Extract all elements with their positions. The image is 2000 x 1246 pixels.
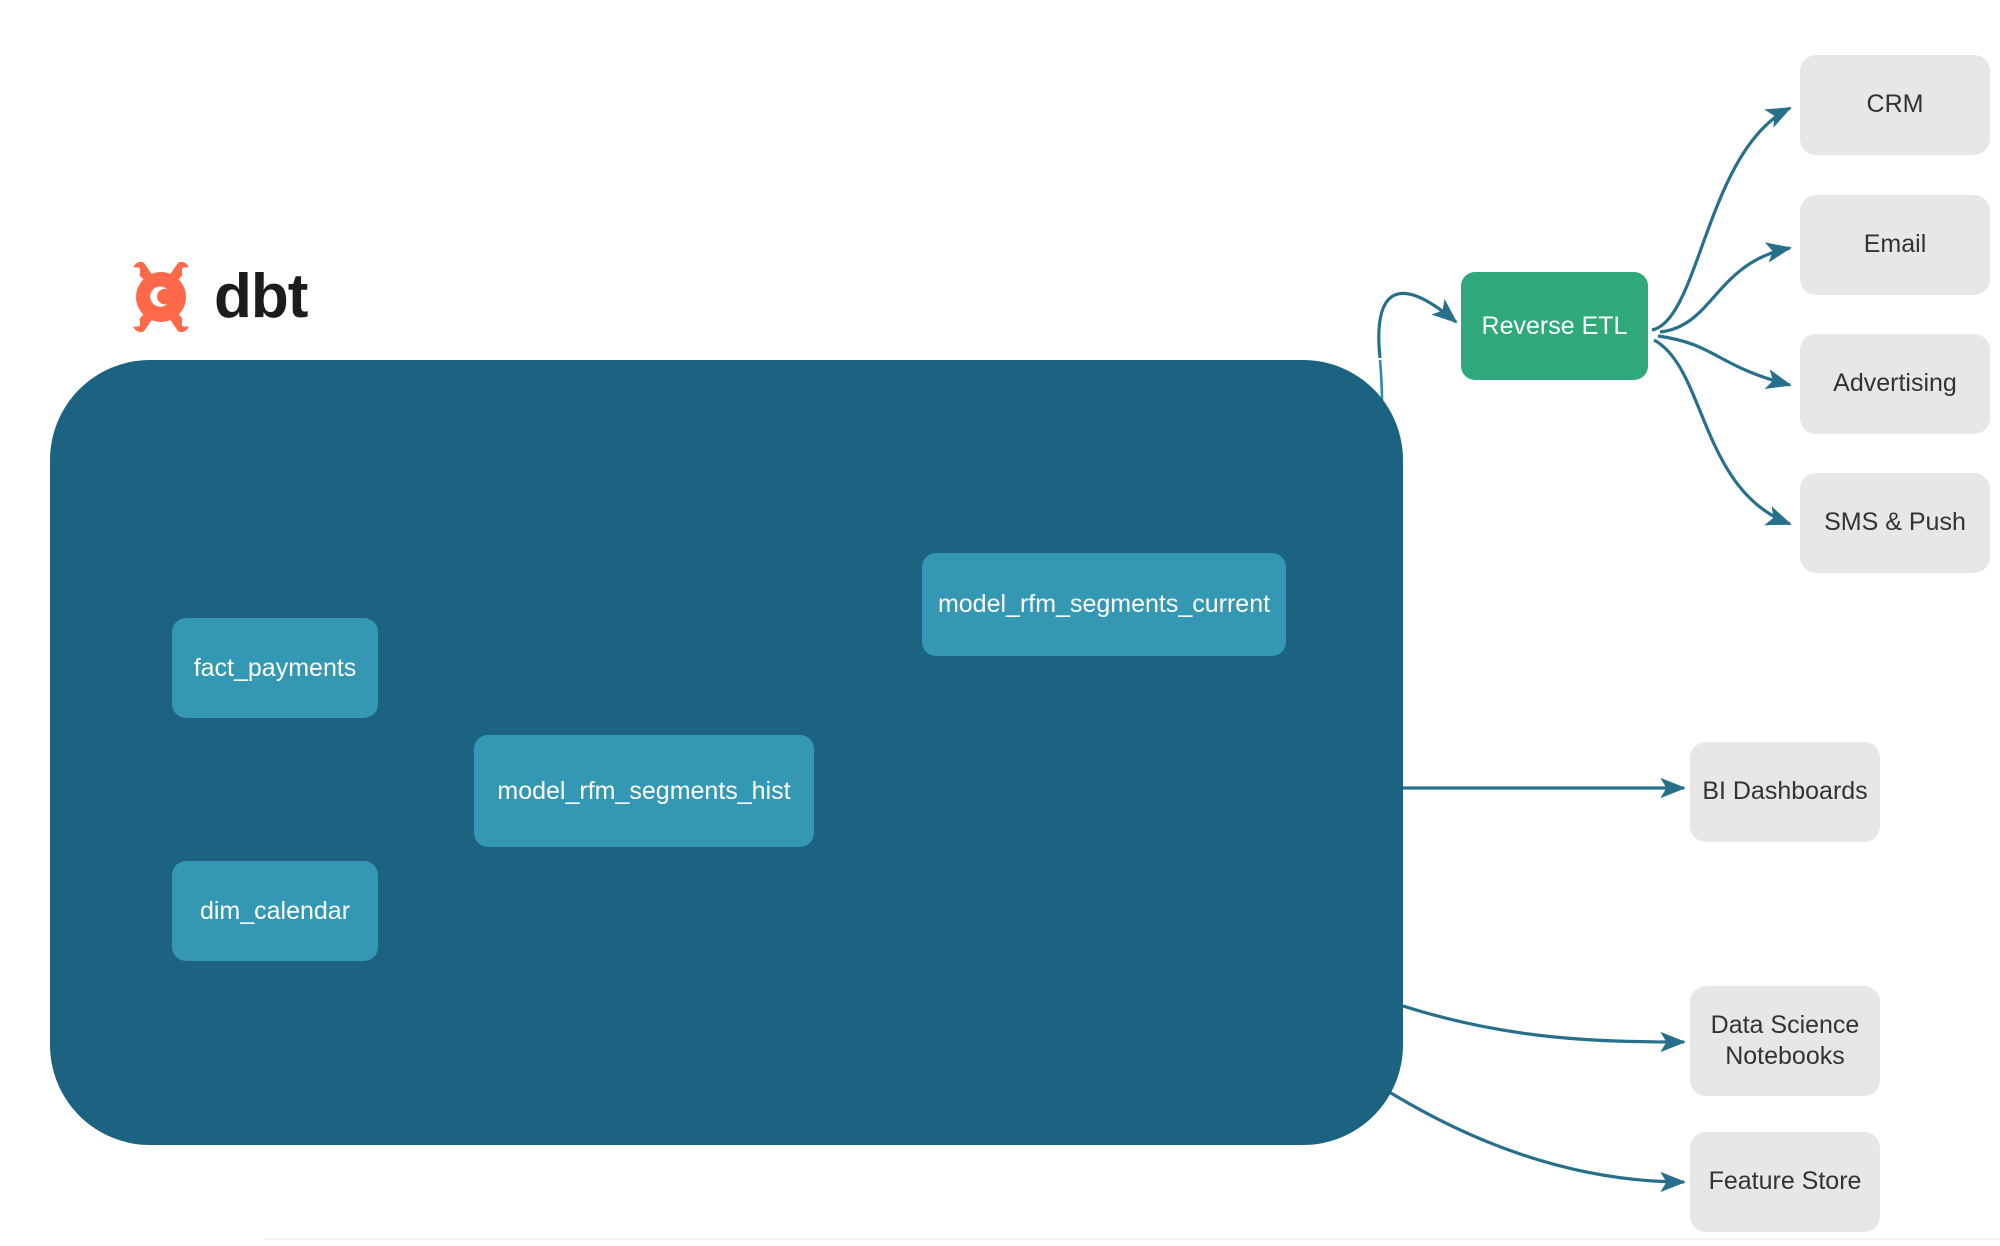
node-sms-push[interactable]: SMS & Push (1800, 473, 1990, 573)
node-label: BI Dashboards (1702, 777, 1868, 806)
node-dim-calendar[interactable]: dim_calendar (172, 861, 378, 961)
node-fact-payments[interactable]: fact_payments (172, 618, 378, 718)
node-feature-store[interactable]: Feature Store (1690, 1132, 1880, 1232)
dbt-logo: dbt (122, 258, 308, 336)
dbt-logo-text: dbt (214, 262, 308, 331)
node-label: Feature Store (1708, 1167, 1862, 1196)
node-advertising[interactable]: Advertising (1800, 334, 1990, 434)
node-data-science-notebooks[interactable]: Data Science Notebooks (1690, 986, 1880, 1096)
edge-to-reverse-etl (1377, 291, 1458, 359)
node-label-line-1: Data Science (1710, 1010, 1860, 1039)
node-label-line-2: Notebooks (1725, 1042, 1845, 1070)
node-label: Advertising (1833, 369, 1957, 398)
node-model-rfm-segments-hist[interactable]: model_rfm_segments_hist (474, 735, 814, 847)
edge-revetl-to-crm (1651, 106, 1792, 332)
node-label: Reverse ETL (1481, 311, 1628, 340)
edge-revetl-to-advertising (1657, 334, 1792, 390)
bottom-divider (265, 1238, 2000, 1240)
edge-revetl-to-sms (1653, 338, 1792, 526)
node-model-rfm-segments-current[interactable]: model_rfm_segments_current (922, 553, 1286, 656)
node-reverse-etl[interactable]: Reverse ETL (1461, 272, 1648, 380)
node-label: Email (1863, 230, 1927, 259)
node-label-block: Data Science Notebooks (1711, 1010, 1860, 1073)
node-label: CRM (1866, 90, 1924, 119)
node-label: dim_calendar (199, 896, 351, 925)
node-label: model_rfm_segments_hist (497, 776, 791, 805)
dbt-logo-icon (131, 262, 191, 332)
node-label: SMS & Push (1824, 508, 1966, 537)
node-label: fact_payments (193, 653, 357, 682)
node-bi-dashboards[interactable]: BI Dashboards (1690, 742, 1880, 842)
node-crm[interactable]: CRM (1800, 55, 1990, 155)
edge-to-feature-store (1385, 1088, 1686, 1193)
edge-to-ds-notebooks (1402, 1004, 1686, 1053)
node-email[interactable]: Email (1800, 195, 1990, 295)
node-label: model_rfm_segments_current (937, 590, 1271, 618)
edge-revetl-to-email (1659, 242, 1792, 334)
